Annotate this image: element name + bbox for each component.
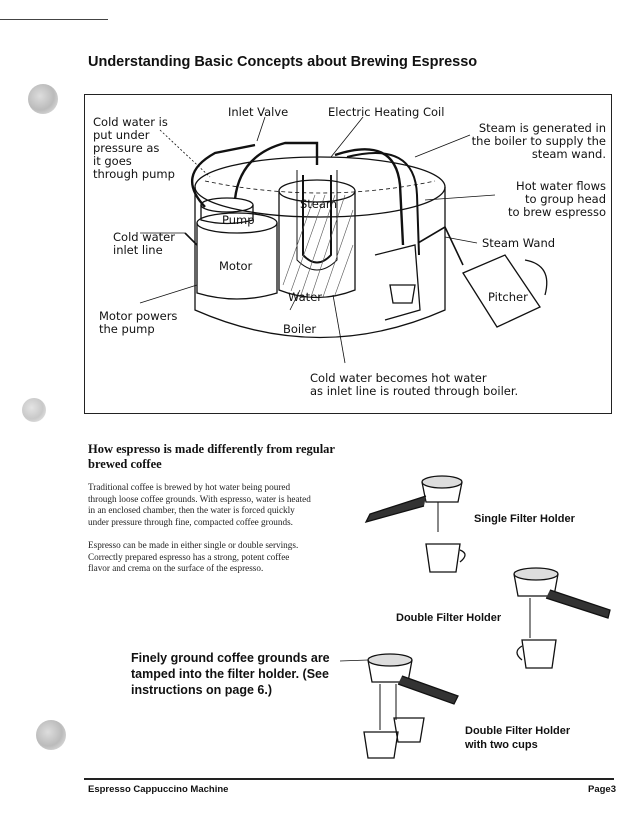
hole-punch xyxy=(22,398,46,422)
label-cold-water-inlet: Cold water inlet line xyxy=(113,230,175,257)
label-steam-wand: Steam Wand xyxy=(482,236,556,250)
label-steam-generated: Steam is generated in the boiler to supp… xyxy=(471,121,606,161)
filter-holder-illustrations xyxy=(340,475,611,759)
footer-title: Espresso Cappuccino Machine xyxy=(88,784,229,795)
hole-punch xyxy=(28,84,58,114)
top-rule xyxy=(0,19,108,20)
caption-double-two-cups: Double Filter Holder with two cups xyxy=(465,725,571,751)
double-filter-holder-image xyxy=(513,567,611,669)
single-filter-holder-image xyxy=(364,475,466,573)
page-number: Page3 xyxy=(588,784,616,795)
hole-punch xyxy=(36,720,66,750)
pitcher-shape xyxy=(462,254,541,328)
footer-rule xyxy=(84,778,614,780)
label-motor-powers: Motor powers the pump xyxy=(99,309,178,336)
label-steam: Steam xyxy=(300,197,338,211)
page-title: Understanding Basic Concepts about Brewi… xyxy=(88,54,478,70)
label-cold-water-pressure: Cold water is put under pressure as it g… xyxy=(93,115,175,181)
caption-double-filter: Double Filter Holder xyxy=(396,612,502,624)
tamping-note: Finely ground coffee grounds are tamped … xyxy=(131,651,330,697)
label-pump: Pump xyxy=(222,213,255,227)
label-boiler: Boiler xyxy=(283,322,317,336)
label-water: Water xyxy=(288,290,322,304)
group-head-housing xyxy=(374,244,421,321)
paragraph-2: Espresso can be made in either single or… xyxy=(88,540,299,573)
label-cold-water-becomes: Cold water becomes hot water as inlet li… xyxy=(310,371,519,398)
label-motor: Motor xyxy=(219,259,253,273)
label-electric-heating-coil: Electric Heating Coil xyxy=(328,105,445,119)
machine-body xyxy=(194,187,446,339)
label-inlet-valve: Inlet Valve xyxy=(228,105,289,119)
paragraph-1: Traditional coffee is brewed by hot wate… xyxy=(88,482,311,527)
diagram-frame xyxy=(84,94,612,414)
label-hot-water-flows: Hot water flows to group head to brew es… xyxy=(507,179,606,219)
espresso-machine-diagram xyxy=(139,116,548,364)
section-heading: How espresso is made differently from re… xyxy=(88,442,335,471)
caption-single-filter: Single Filter Holder xyxy=(474,513,575,525)
double-filter-two-cups-image xyxy=(363,653,459,759)
label-pitcher: Pitcher xyxy=(488,290,528,304)
